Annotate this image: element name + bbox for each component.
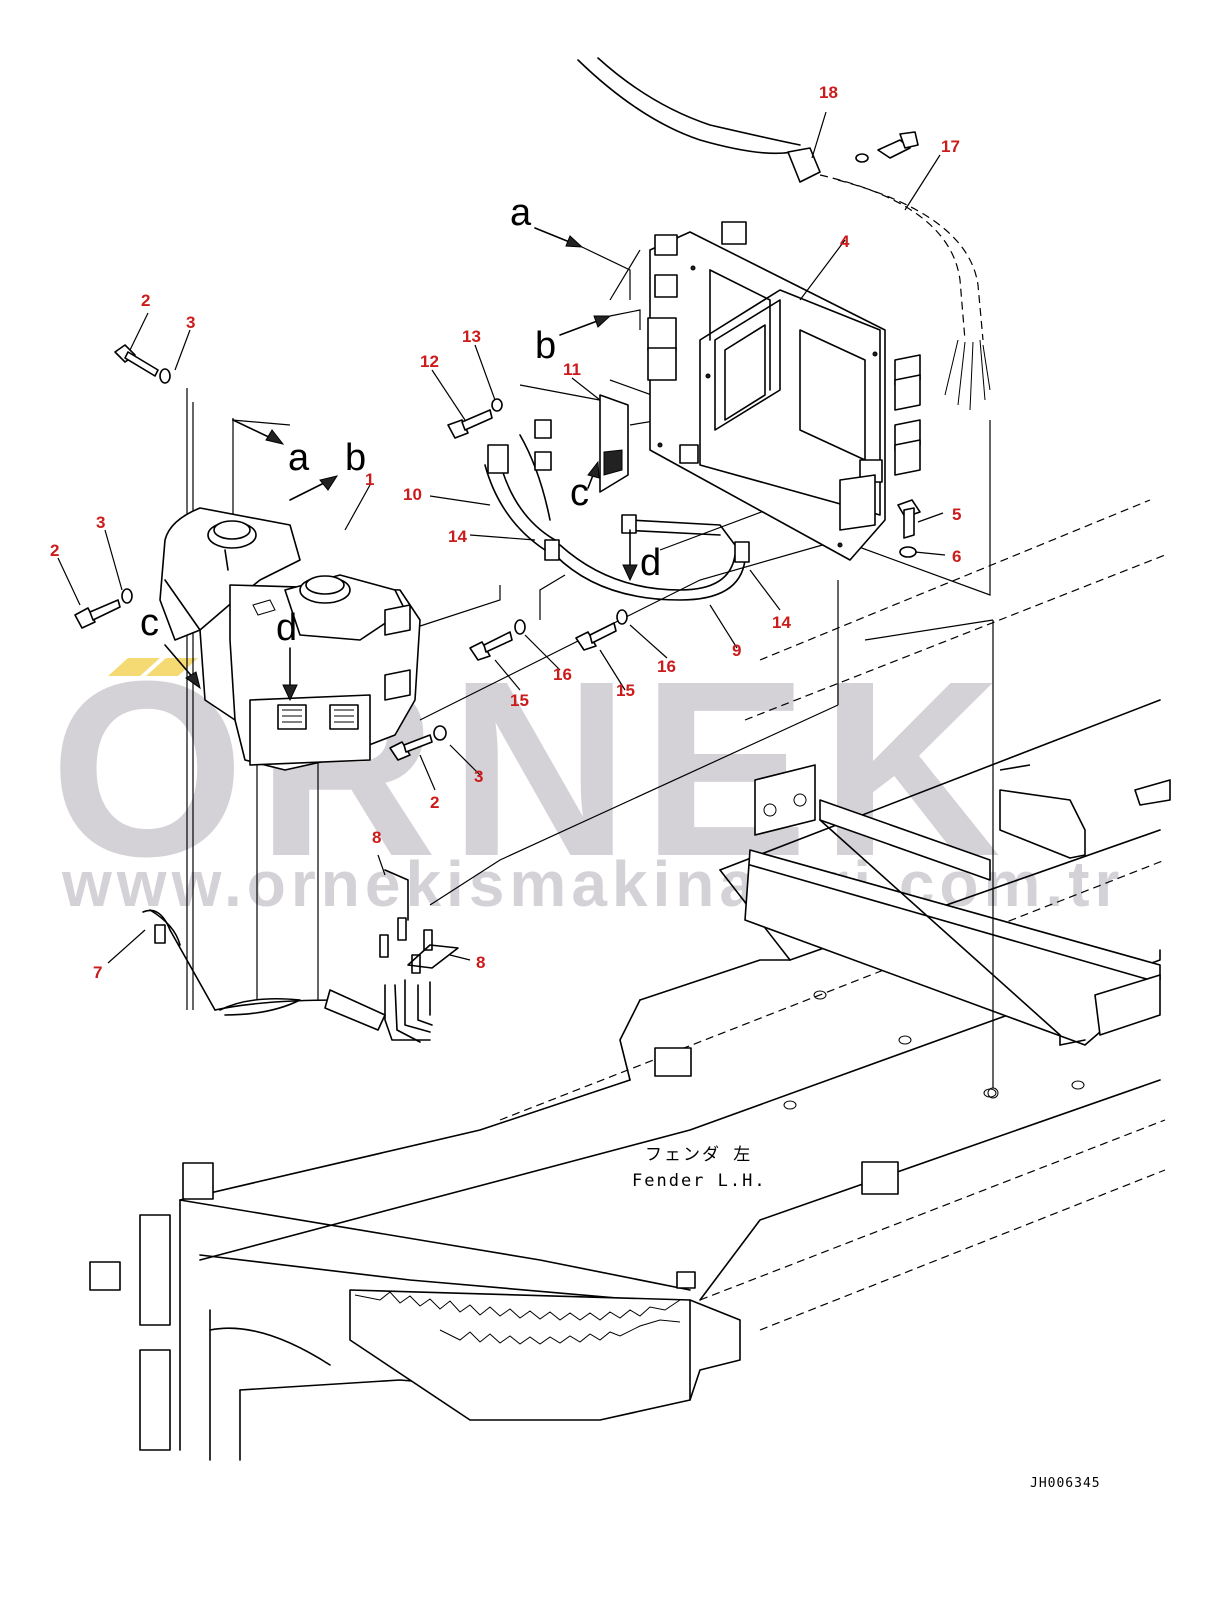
view-letter-b-bracket: b: [535, 325, 556, 367]
callout-5: 5: [952, 505, 961, 524]
callout-leaders: [57, 111, 946, 964]
callout-4: 4: [840, 232, 850, 251]
fender-label-en: Fender L.H.: [632, 1171, 767, 1191]
callout-13: 13: [462, 327, 481, 346]
callout-2-left: 2: [50, 541, 59, 560]
washer-tank: [159, 507, 421, 771]
callout-15-left: 15: [510, 691, 529, 710]
callout-10: 10: [403, 485, 422, 504]
callout-numbers: 2 3 1 2 3 2 3 4 5 6 7 8 8 9 10 11 12 13 …: [50, 83, 961, 982]
view-letter-b-tank: b: [345, 437, 366, 479]
callout-2-top: 2: [141, 291, 150, 310]
view-letter-d-bracket: d: [640, 542, 661, 584]
watermark: ORNEK www.ornekismakinalari.com.tr: [50, 629, 1119, 920]
callout-7: 7: [93, 963, 102, 982]
callout-8-bottom: 8: [476, 953, 485, 972]
callout-12: 12: [420, 352, 439, 371]
callout-11: 11: [563, 360, 581, 379]
view-arrows: a b c d a b c d: [140, 192, 661, 702]
view-letter-a-tank: a: [288, 437, 310, 479]
callout-3-bottom: 3: [474, 767, 483, 786]
hardware: [74, 344, 921, 1043]
controller-bracket: [647, 221, 921, 561]
watermark-logo: ORNEK: [50, 629, 1013, 908]
view-letter-c-tank: c: [140, 602, 159, 644]
callout-15-right: 15: [616, 681, 635, 700]
callout-3-left: 3: [96, 513, 105, 532]
drawing-code: JH006345: [1030, 1476, 1101, 1491]
view-letter-a-bracket: a: [510, 192, 532, 234]
fender-label-jp: フェンダ 左: [645, 1145, 752, 1165]
chassis-frame: [89, 499, 1171, 1461]
callout-17: 17: [941, 137, 960, 156]
watermark-accent-mark: [108, 658, 160, 676]
callout-6: 6: [952, 547, 961, 566]
view-letter-d-tank: d: [276, 607, 297, 649]
callout-14-left: 14: [448, 527, 467, 546]
callout-18: 18: [819, 83, 838, 102]
callout-8-top: 8: [372, 828, 381, 847]
figure-labels: フェンダ 左 Fender L.H. JH006345: [632, 1145, 1101, 1491]
callout-14-right: 14: [772, 613, 791, 632]
callout-2-bottom: 2: [430, 793, 439, 812]
callout-9: 9: [732, 641, 741, 660]
watermark-accent-mark: [146, 658, 198, 676]
callout-16-left: 16: [553, 665, 572, 684]
callout-16-right: 16: [657, 657, 676, 676]
main-harness: [577, 57, 991, 411]
callout-3-top: 3: [186, 313, 195, 332]
callout-1: 1: [365, 470, 374, 489]
view-letter-c-bracket: c: [570, 472, 589, 514]
sub-harness: [484, 394, 750, 601]
